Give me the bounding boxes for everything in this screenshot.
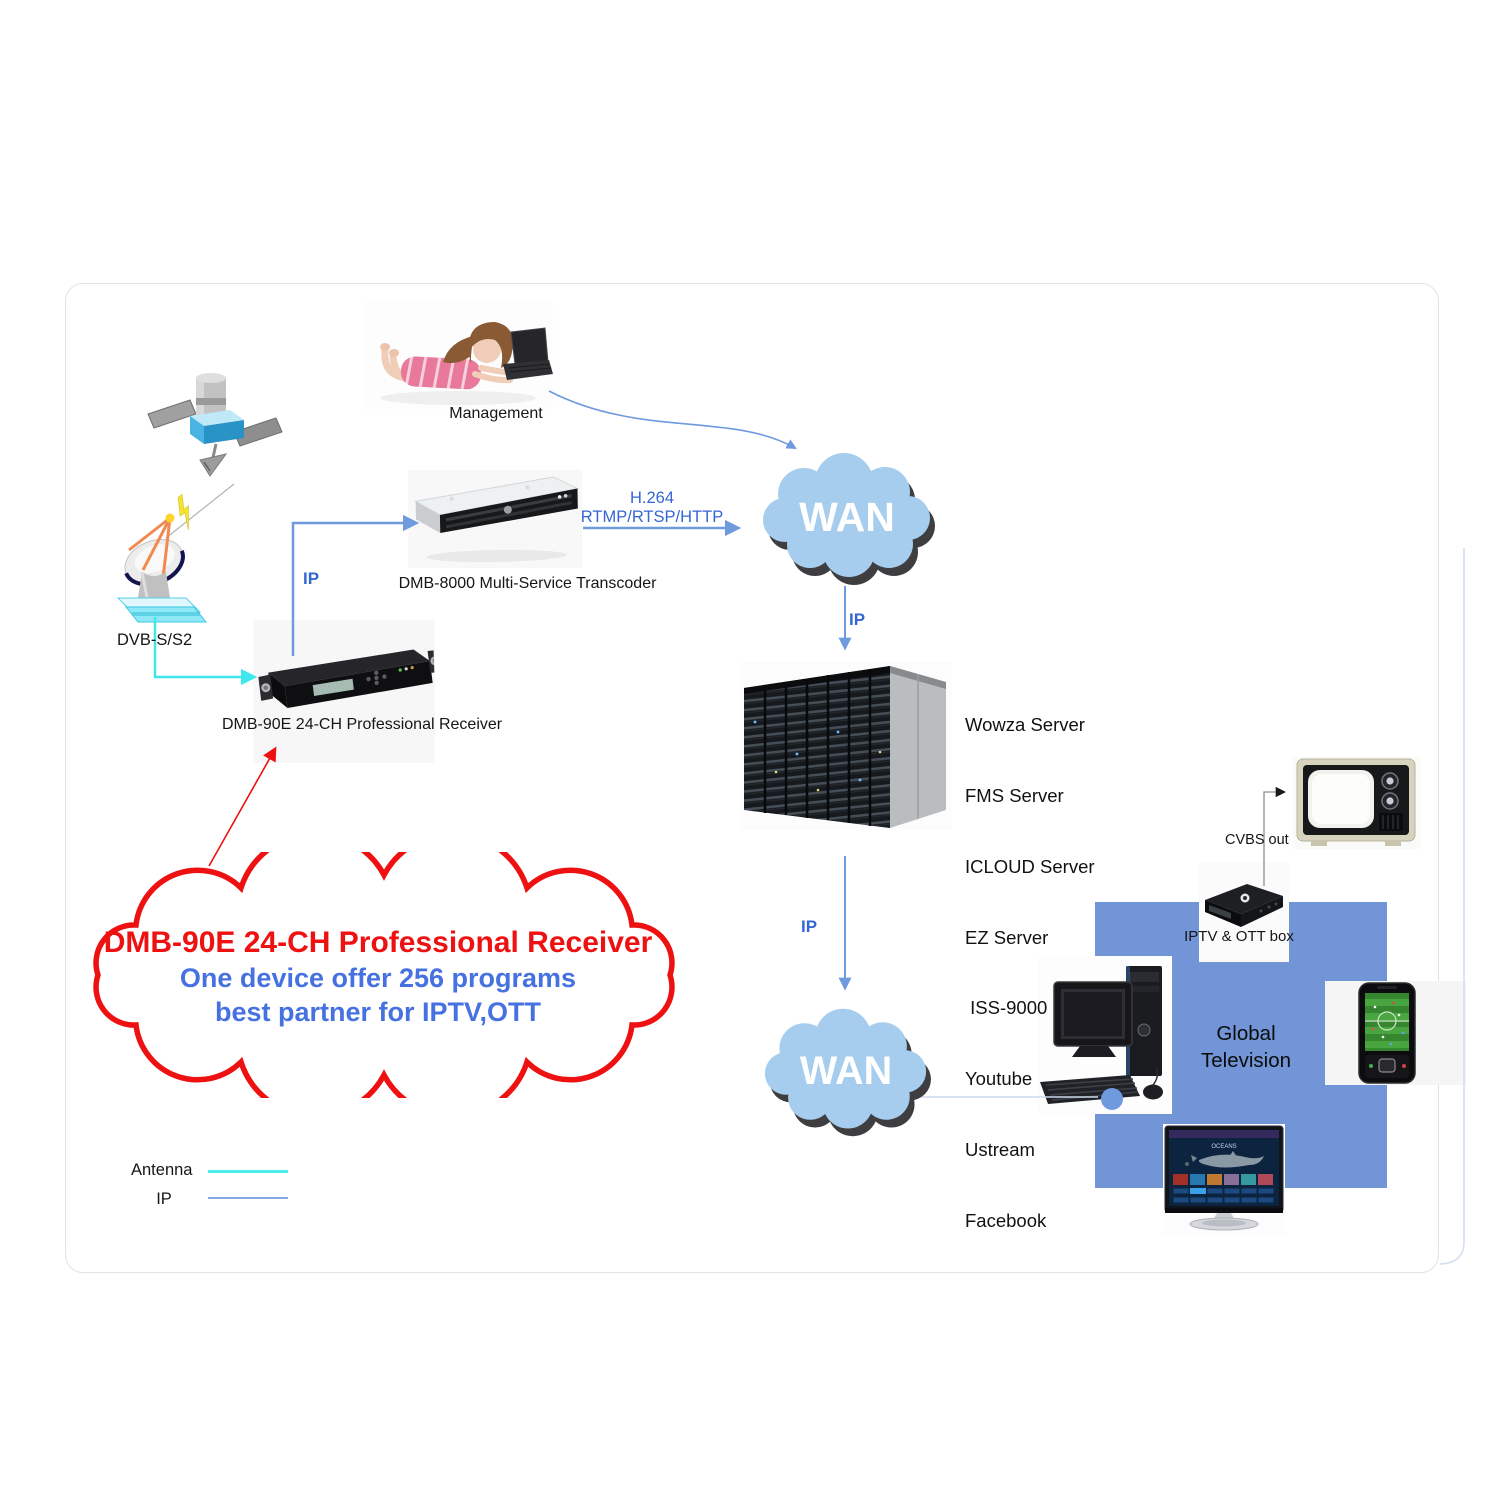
line-right-routing [1439,548,1465,1265]
diagram-border [65,283,1439,1273]
h264-label: H.264 [629,489,675,507]
server-rack-image [744,666,946,828]
legend-ip-line [208,1197,288,1199]
crt-tv-photo [1293,757,1421,849]
callout-title: DMB-90E 24-CH Professional Receiver [103,926,653,959]
server-item: Wowza Server [965,714,1085,736]
satellite-icon [147,373,283,477]
dvb-label: DVB-S/S2 [117,631,193,649]
smart-tv-image: OCEANS [1164,1125,1284,1231]
wan-cloud-2: WAN [764,1008,931,1137]
server-item: EZ Server [965,926,1049,948]
legend-antenna-label: Antenna [131,1161,193,1179]
server-item: FMS Server [965,784,1064,806]
iptv-box-label: IPTV & OTT box [1184,928,1294,945]
satellite-dish-icon [116,513,208,623]
girl-laptop-image [380,322,553,405]
crt-tv-image [1296,758,1416,846]
wan1-label: WAN [799,494,895,540]
receiver-photo [253,620,437,763]
global-line1: Global [1216,1022,1276,1045]
server-item: ICLOUD Server [965,855,1095,877]
callout-cloud [93,852,675,1098]
wan-cloud-1: WAN [763,453,935,585]
ip-label-wan2: IP [801,917,818,936]
cvbs-label: CVBS out [1225,832,1289,848]
management-label: Management [449,405,543,422]
transcoder-label: DMB-8000 Multi-Service Transcoder [398,575,657,592]
callout-subtitle-1: One device offer 256 programs [179,963,577,993]
iptv-box-photo [1199,862,1289,962]
server-list: Wowza Server FMS Server ICLOUD Server EZ… [965,666,1095,1279]
global-television-label: Global Television [1141,1020,1351,1074]
management-photo [363,302,553,409]
wan2-label: WAN [800,1049,892,1093]
legend-ip-label: IP [156,1190,172,1208]
callout-subtitle-2: best partner for IPTV,OTT [214,997,542,1027]
signal-lightning-icon [165,483,235,539]
transcoder-device-image [414,476,580,563]
legend-antenna-line [208,1170,288,1173]
transcoder-photo [408,470,582,568]
receiver-label: DMB-90E 24-CH Professional Receiver [222,716,503,733]
iptv-box-image [1205,884,1283,927]
protocols-label: RTMP/RTSP/HTTP [580,508,724,526]
smart-tv-photo: OCEANS [1163,1124,1285,1236]
mobile-phone-image [1358,982,1416,1084]
server-item: Ustream [965,1138,1035,1160]
ip-label-receiver: IP [303,569,320,588]
server-item: Facebook [965,1209,1047,1231]
ip-label-wan1: IP [849,610,866,629]
server-item: Youtube [965,1068,1033,1090]
server-rack-photo [740,662,952,830]
server-item: ISS-9000 [965,997,1048,1019]
svg-text:OCEANS: OCEANS [1211,1144,1236,1150]
global-line2: Television [1200,1049,1292,1072]
